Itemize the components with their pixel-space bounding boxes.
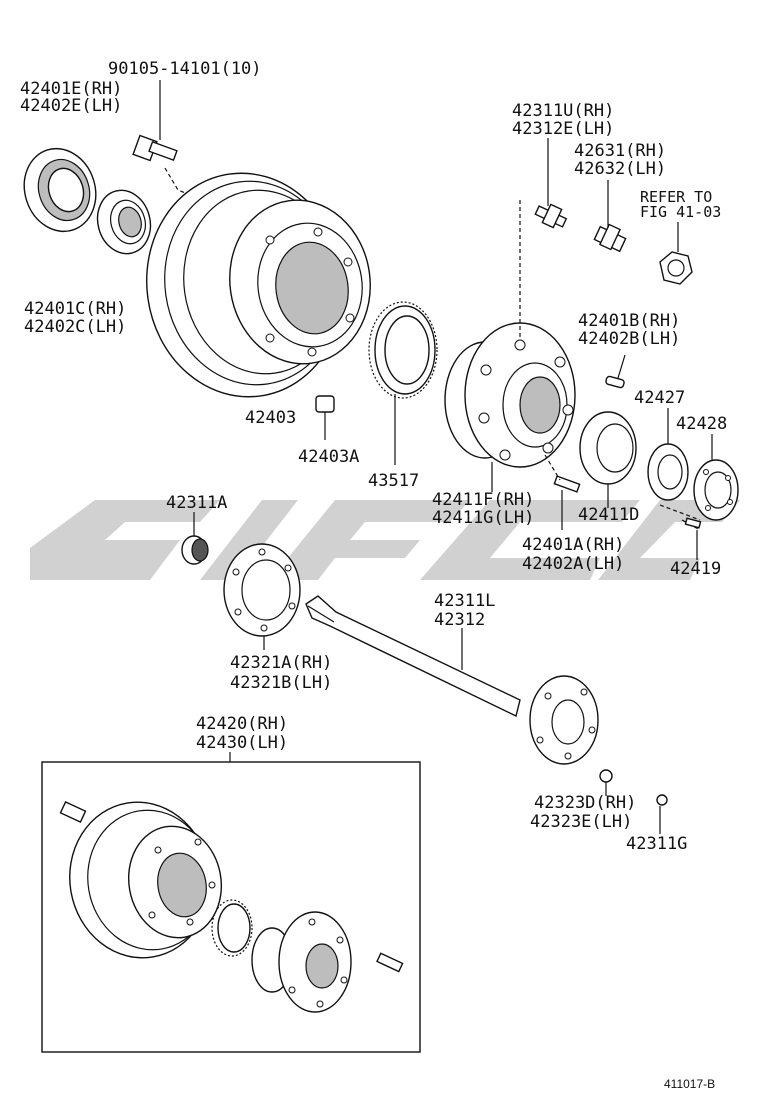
label-bearing-b-rh: 42401B(RH)	[578, 311, 680, 331]
label-bearing-a-rh: 42401A(RH)	[522, 535, 624, 555]
label-cup: 42411D	[578, 505, 639, 525]
label-hub-lh: 42411G(LH)	[432, 508, 534, 528]
label-plug: 42403A	[298, 447, 359, 467]
label-bolt-a: 90105-14101(10)	[108, 59, 262, 79]
label-retainer-a: 42427	[634, 388, 685, 408]
label-refer-1: REFER TO	[640, 188, 712, 206]
label-washer: 42311G	[626, 834, 687, 854]
label-seal-lh: 42402E(LH)	[20, 96, 122, 116]
figure-id: 411017-B	[664, 1077, 715, 1091]
hub-bolt-rh-part	[534, 203, 568, 229]
label-nut-rh: 42323D(RH)	[534, 793, 636, 813]
label-screw: 42419	[670, 559, 721, 579]
label-refer-2: FIG 41-03	[640, 203, 721, 221]
hub-nut-small-part	[599, 769, 613, 783]
assembly-rotor	[211, 899, 253, 957]
oil-seal-part	[23, 147, 97, 233]
hub-nut-part	[659, 251, 693, 285]
label-retainer-b: 42428	[676, 414, 727, 434]
label-assy-rh: 42420(RH)	[196, 714, 288, 734]
label-shaft-b: 42312	[434, 610, 485, 630]
axle-hub-part	[444, 322, 576, 468]
assembly-drum	[69, 801, 223, 959]
washer-part	[656, 794, 668, 806]
brake-drum-part	[146, 172, 371, 398]
label-bearing-c-rh: 42401C(RH)	[24, 299, 126, 319]
assembly-box	[41, 761, 421, 1053]
label-gasket-lh: 42321B(LH)	[230, 673, 332, 693]
gasket-part	[223, 543, 301, 637]
label-seal-rh: 42401E(RH)	[20, 79, 122, 99]
label-bearing-c-lh: 42402C(LH)	[24, 317, 126, 337]
label-hubbolt-lh: 42312E(LH)	[512, 119, 614, 139]
label-nut-lh: 42323E(LH)	[530, 812, 632, 832]
label-drum: 42403	[245, 408, 296, 428]
label-bearing-a-lh: 42402A(LH)	[522, 554, 624, 574]
outer-bearing-part	[579, 411, 637, 485]
wheel-bolt-part	[553, 475, 581, 493]
axle-shaft-part	[305, 595, 599, 765]
label-assy-lh: 42430(LH)	[196, 733, 288, 753]
retainer-part	[647, 443, 689, 501]
label-gasket-rh: 42321A(RH)	[230, 653, 332, 673]
assembly-hub	[251, 911, 352, 1013]
lock-plate-part	[693, 459, 739, 521]
label-stud-lh: 42632(LH)	[574, 159, 666, 179]
label-shaft-a: 42311L	[434, 591, 495, 611]
assembly-stud	[376, 952, 404, 973]
inner-bearing-part	[96, 189, 152, 255]
hub-bolt-part	[132, 134, 178, 162]
label-bearing-b-lh: 42402B(LH)	[578, 329, 680, 349]
label-rotor: 43517	[368, 471, 419, 491]
label-stud-rh: 42631(RH)	[574, 141, 666, 161]
label-hubbolt-rh: 42311U(RH)	[512, 101, 614, 121]
wheel-stud-part	[593, 223, 627, 253]
label-bushing: 42311A	[166, 493, 227, 513]
watermark-logo	[30, 500, 740, 580]
bushing-part	[181, 535, 209, 565]
assembly-bolt	[59, 800, 87, 824]
abs-rotor-part	[368, 301, 438, 399]
plug-part	[315, 395, 335, 413]
label-hub-rh: 42411F(RH)	[432, 490, 534, 510]
